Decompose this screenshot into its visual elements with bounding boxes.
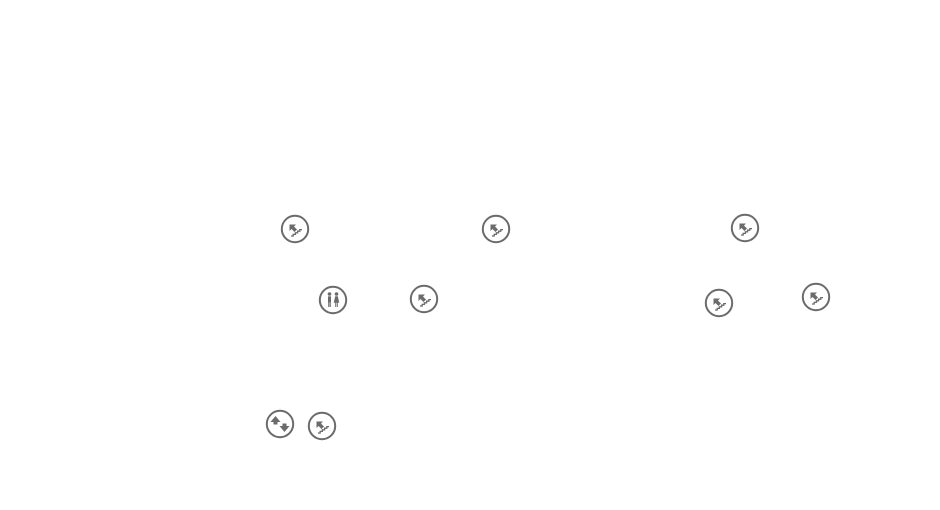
- escalator-up-icon[interactable]: [801, 282, 831, 312]
- escalator-up-icon[interactable]: [730, 213, 760, 243]
- escalator-up-icon[interactable]: [704, 288, 734, 318]
- escalator-up-icon[interactable]: [280, 214, 310, 244]
- escalator-up-icon[interactable]: [409, 284, 439, 314]
- restroom-icon[interactable]: [318, 285, 348, 315]
- escalator-up-icon[interactable]: [307, 411, 337, 441]
- elevator-icon[interactable]: [265, 409, 295, 439]
- escalator-up-icon[interactable]: [481, 214, 511, 244]
